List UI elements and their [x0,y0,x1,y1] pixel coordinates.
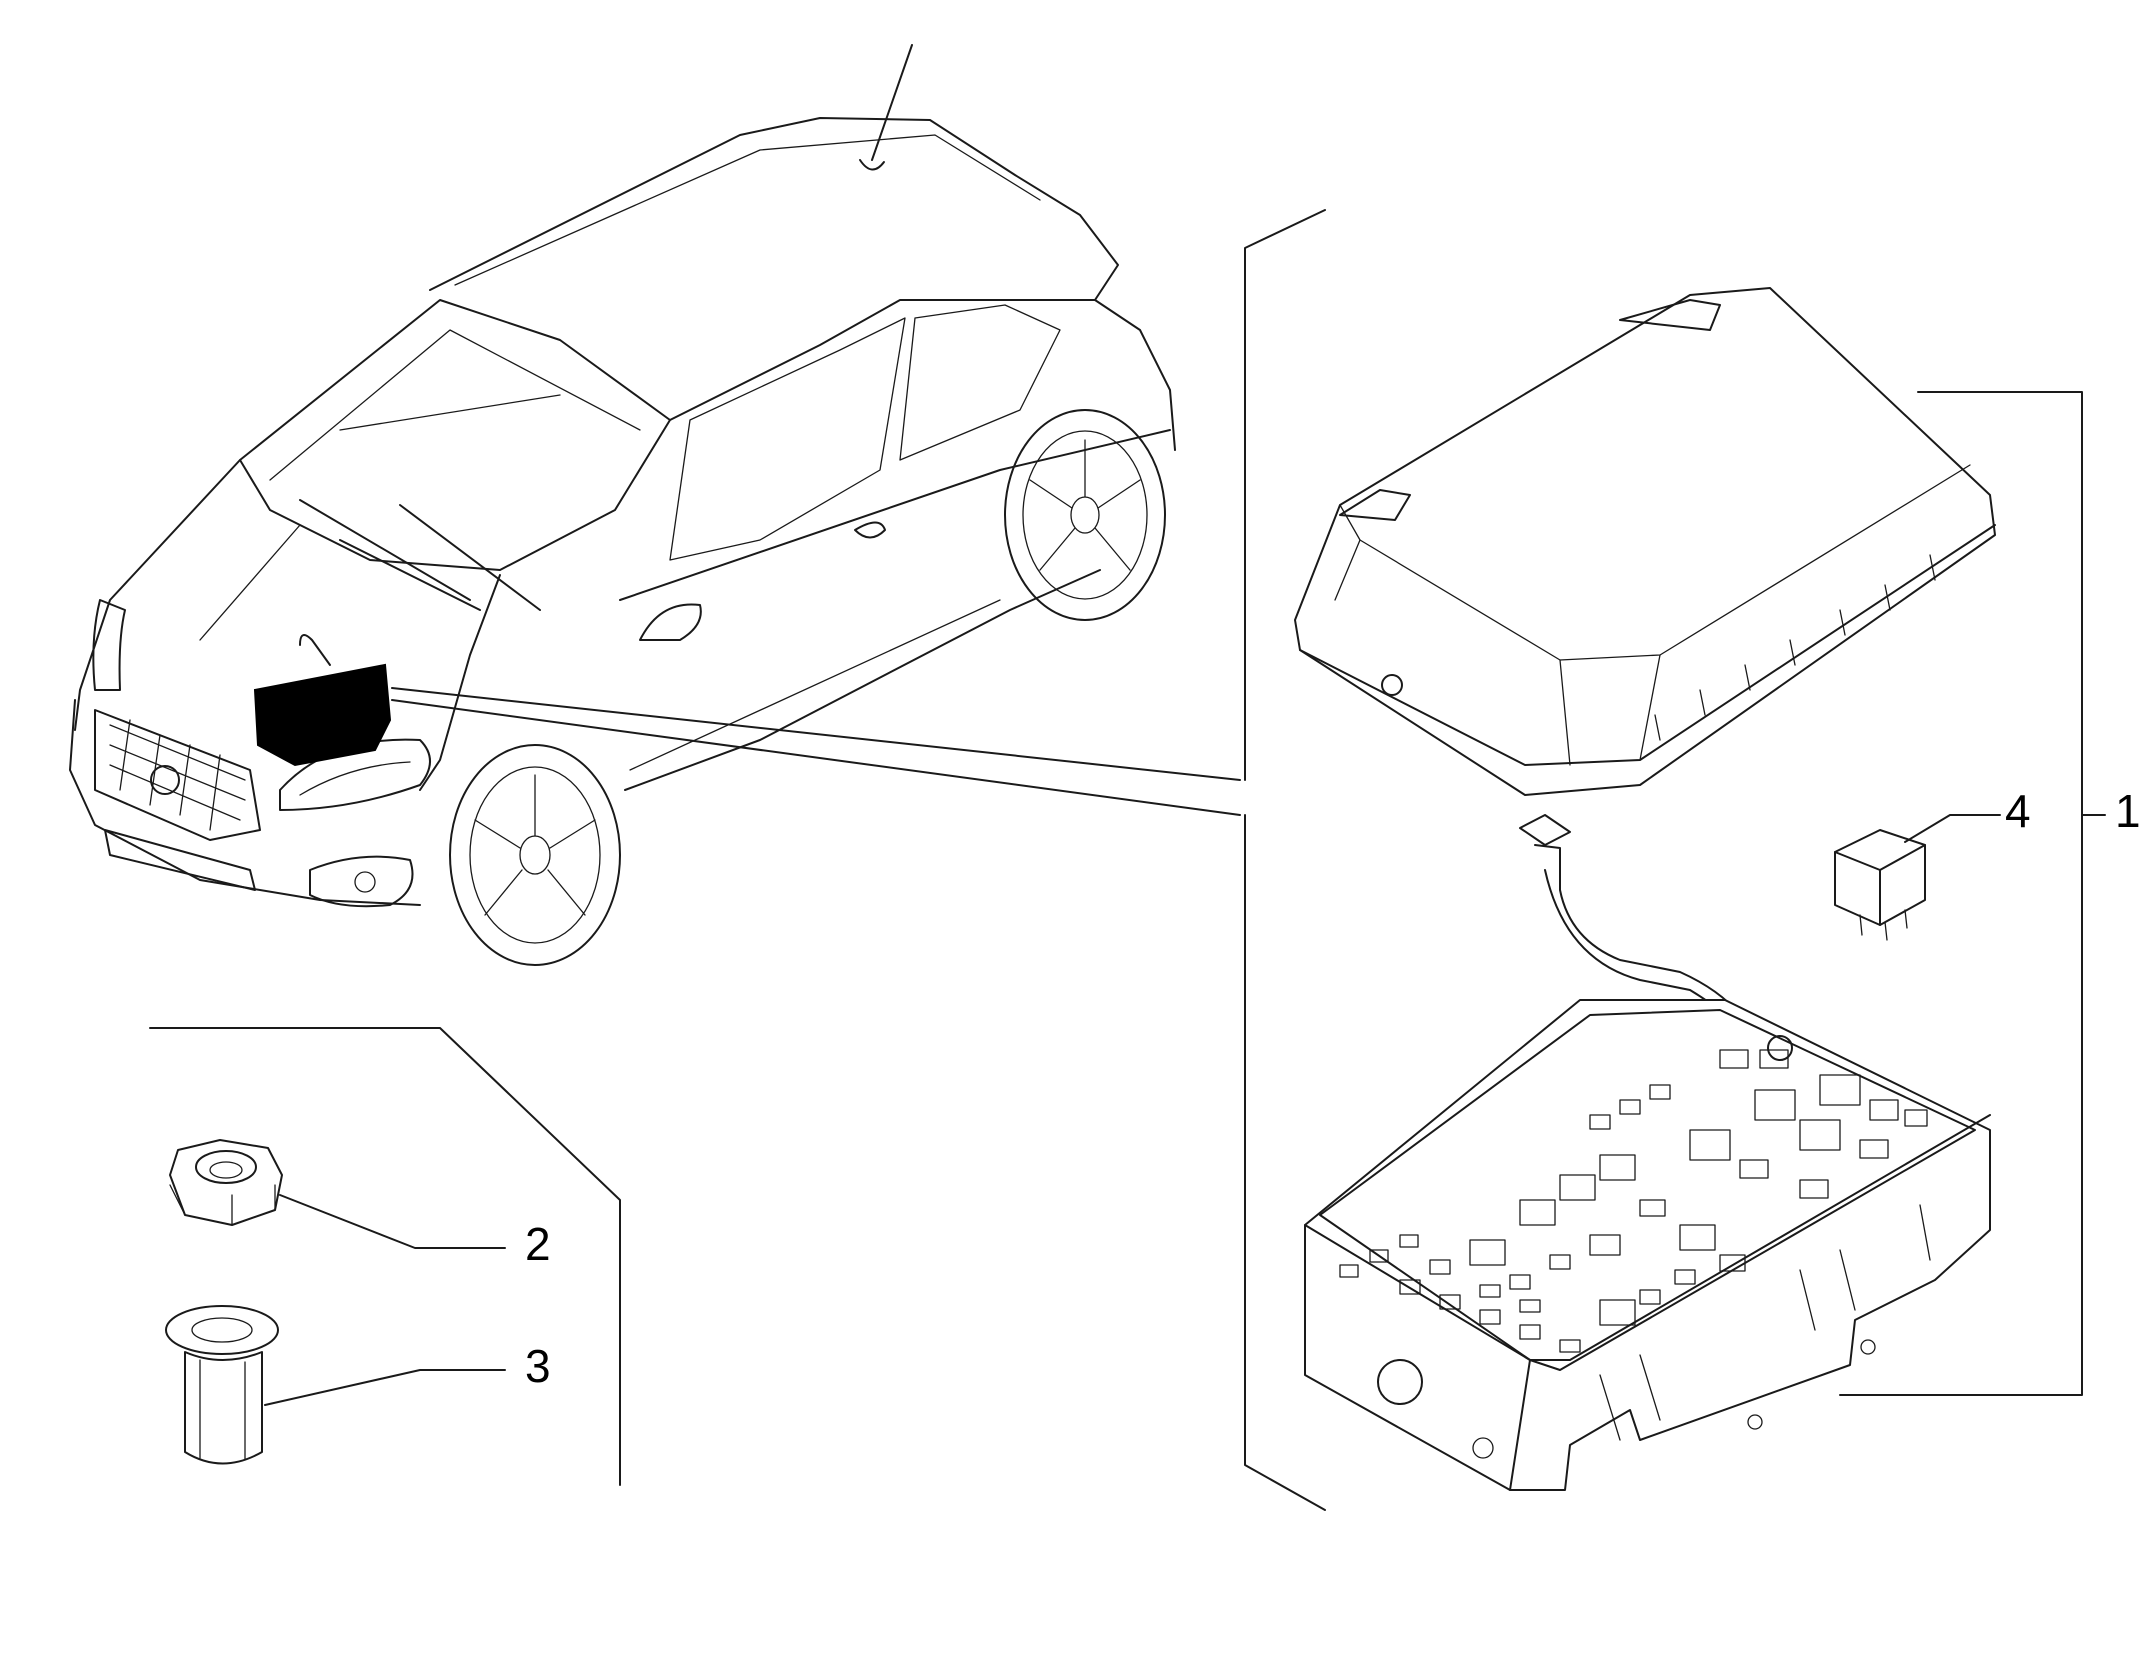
front-grille [94,709,261,841]
headlight-left [92,599,126,691]
relay [1834,829,1926,941]
fuse-box-cover [1294,287,1996,796]
leader-part-3 [264,1369,506,1406]
side-mirror [639,603,702,641]
rivet-nut [165,1305,279,1465]
leader-part-4 [1904,814,2001,843]
callout-4: 4 [2005,785,2031,837]
bracket-part-1 [1839,391,2083,1396]
ground-stud [1767,1035,1793,1061]
car-antenna [871,44,913,161]
callout-3: 3 [525,1340,551,1392]
brand-badge [150,765,180,795]
hex-nut [169,1139,283,1226]
hardware-section-bracket [149,1027,621,1486]
bracket-upper [1244,209,1326,781]
car-rear-side-window [899,304,1061,461]
car-roof [429,117,1119,301]
car-front-side-window [669,317,906,561]
fuse-slots [1339,1049,1928,1353]
wiper-left [299,499,471,601]
bracket-lower [1244,814,1326,1511]
leader-line-upper [391,687,1241,781]
car-windshield [239,299,671,571]
ground-cable [1519,814,1741,1021]
front-bumper [69,699,421,906]
callout-2: 2 [525,1218,551,1270]
fog-light [309,855,414,908]
rear-wheel [1004,409,1166,621]
wiper-right [399,504,541,611]
car-illustration [69,44,1176,966]
leader-part-2 [279,1194,506,1249]
leader-line-lower [391,699,1241,816]
fuse-box-base [1304,999,1991,1491]
door-handle [854,521,886,539]
lower-grille [104,829,256,891]
car-sill [624,569,1101,791]
car-side-window-frame [669,299,1176,451]
car-hood [74,459,241,731]
fuse-box-location-highlight [253,663,392,767]
callout-1: 1 [2115,785,2141,837]
front-wheel [449,744,621,966]
